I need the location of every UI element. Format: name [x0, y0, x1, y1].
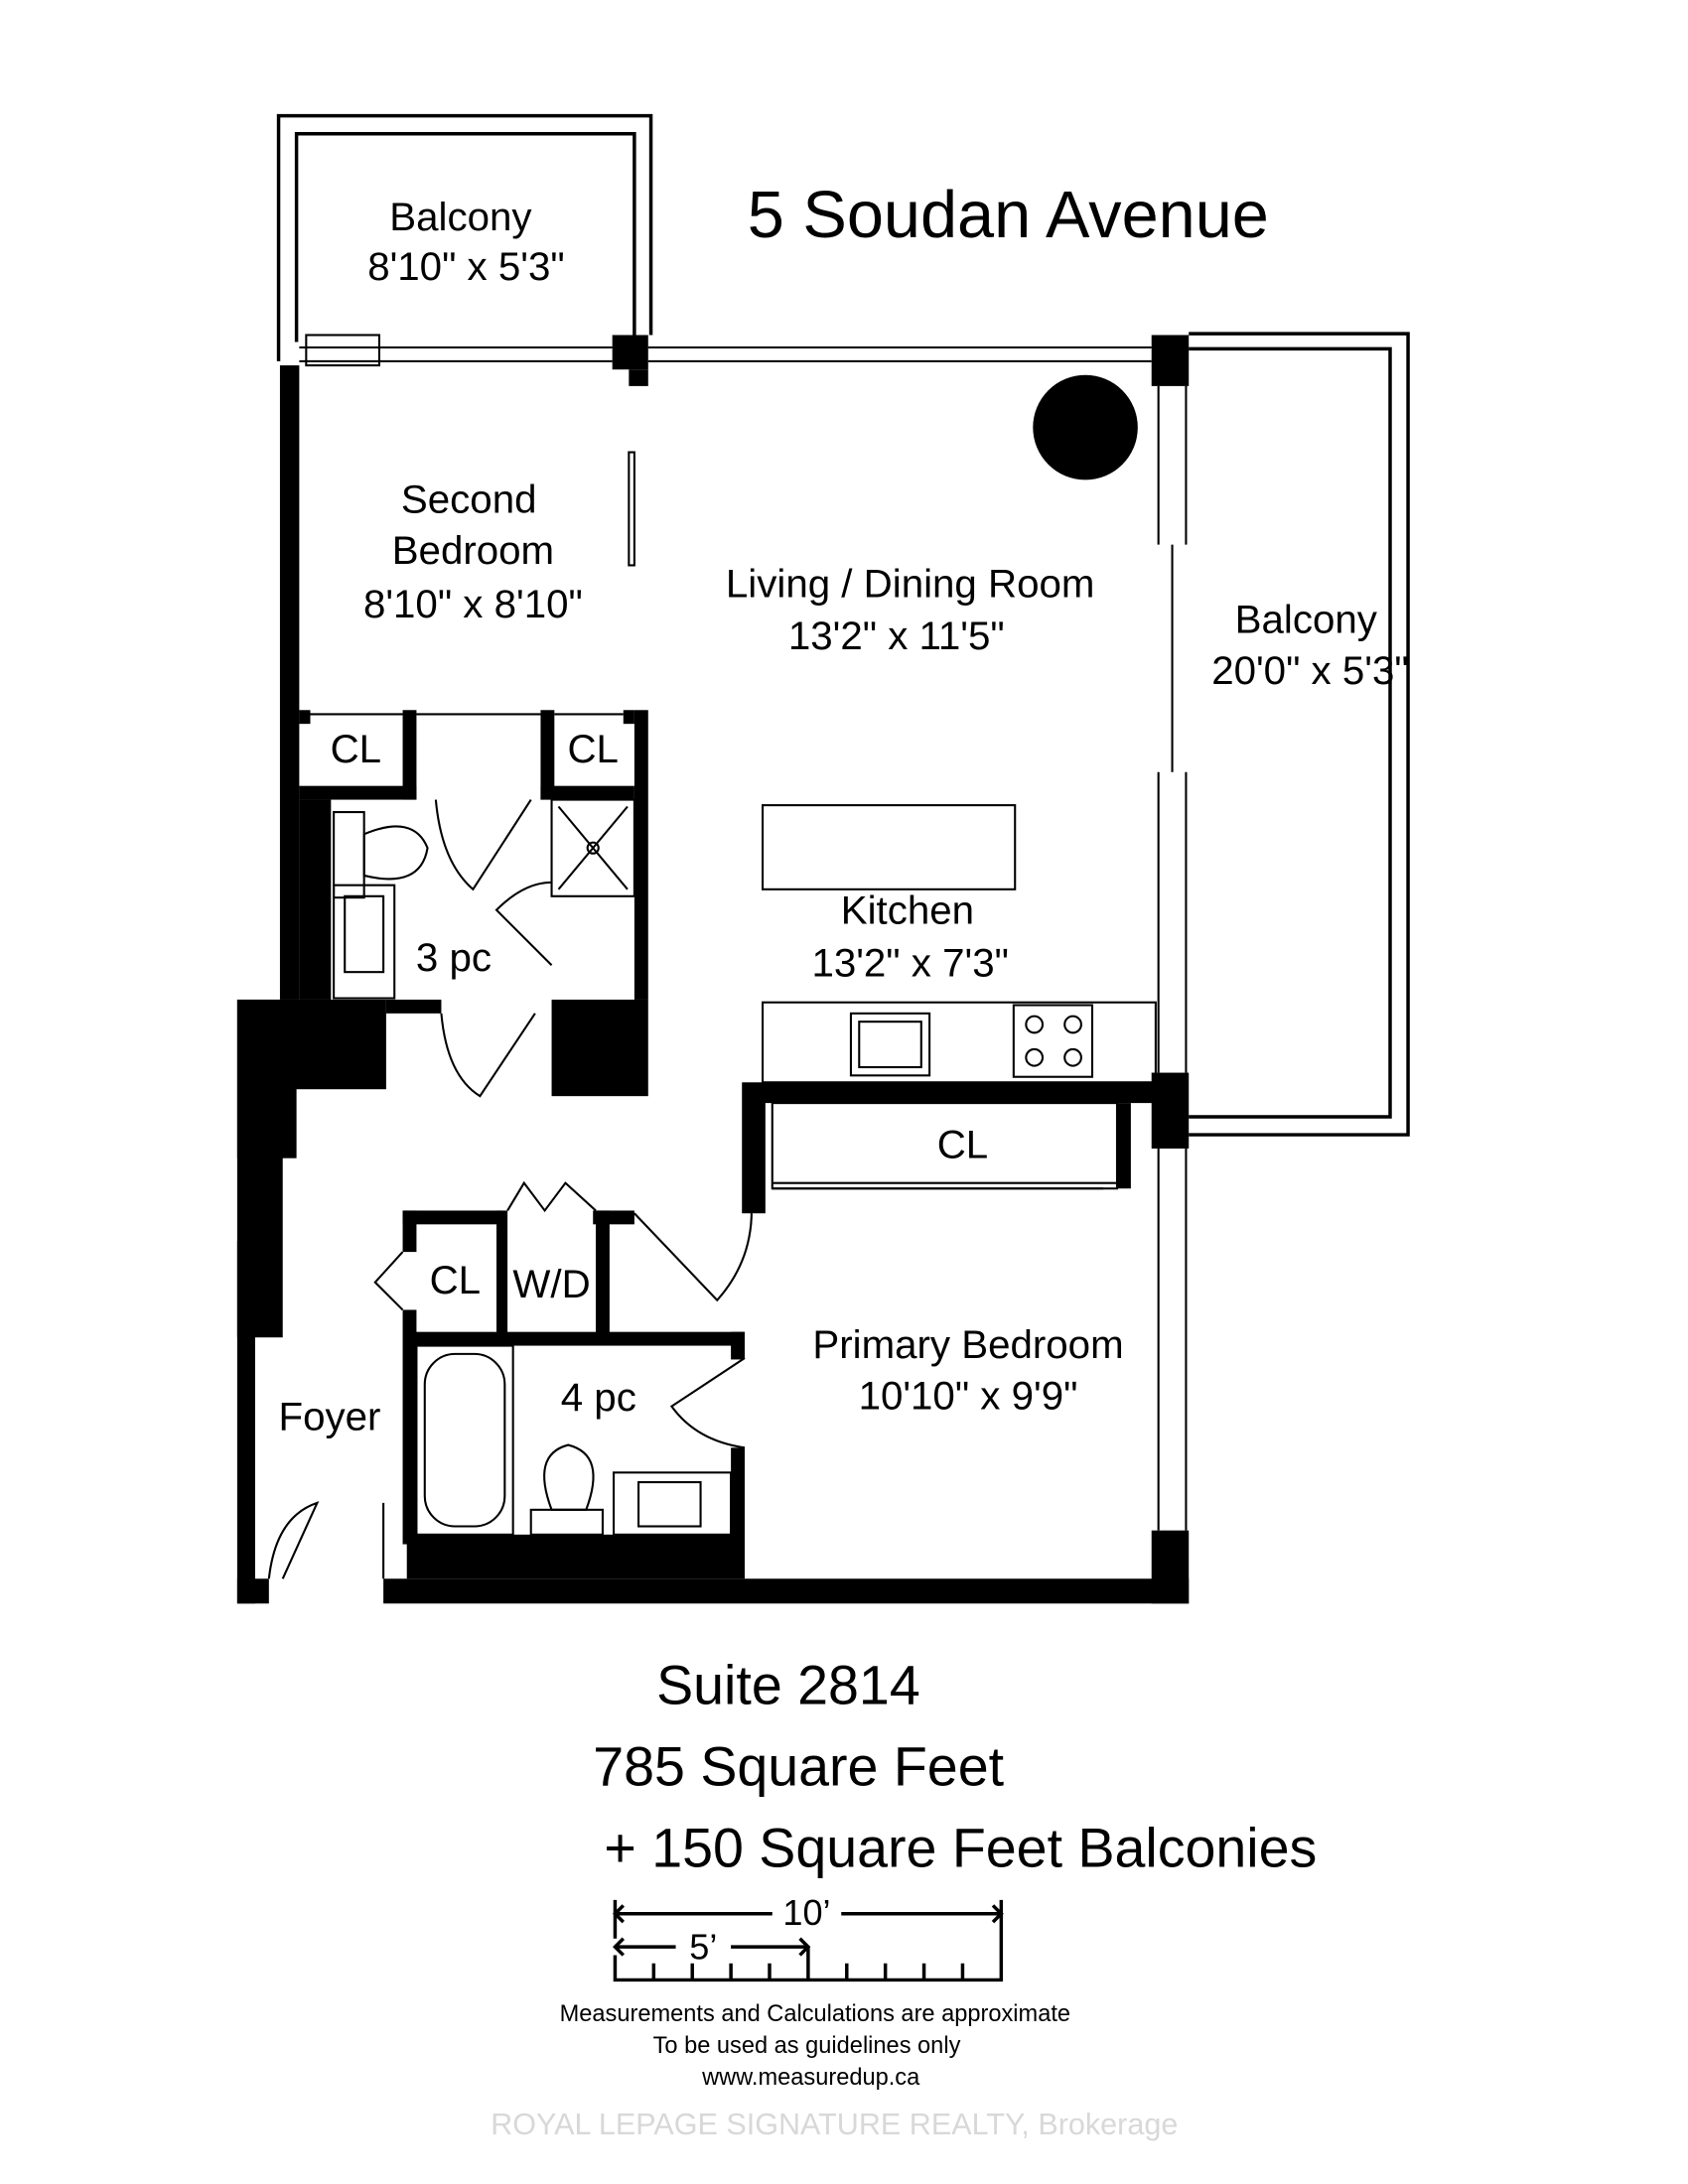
kitchen-island: [762, 804, 1017, 890]
balcony-top-size: 8'10" x 5'3": [367, 244, 564, 289]
plan-title: 5 Soudan Avenue: [748, 179, 1269, 252]
scale-label-10: 10’: [782, 1892, 830, 1933]
closet-label-3: CL: [937, 1123, 988, 1167]
bath-4pc-label: 4 pc: [561, 1375, 636, 1420]
laundry-label: W/D: [512, 1262, 590, 1306]
living-dining-name: Living / Dining Room: [726, 561, 1095, 606]
kitchen-size: 13'2" x 7'3": [811, 940, 1008, 985]
watermark: ROYAL LEPAGE SIGNATURE REALTY, Brokerage: [491, 2108, 1178, 2141]
windows: [299, 334, 1188, 1531]
doors: [267, 798, 753, 1579]
suite-number: Suite 2814: [656, 1655, 920, 1716]
column: [1033, 374, 1138, 480]
disclaimer-line-1: Measurements and Calculations are approx…: [560, 2001, 1070, 2027]
balcony-right-size: 20'0" x 5'3": [1211, 648, 1408, 693]
kitchen-counter: [762, 1001, 1157, 1084]
vanity-icon-2: [613, 1471, 733, 1536]
primary-bedroom-size: 10'10" x 9'9": [859, 1373, 1078, 1418]
scale-label-5: 5’: [689, 1927, 717, 1968]
kitchen-name: Kitchen: [841, 888, 974, 933]
closet-label-4: CL: [430, 1258, 481, 1302]
closet-label-2: CL: [567, 727, 618, 771]
closet-label-1: CL: [331, 727, 381, 771]
closet-outlines: [771, 1102, 1119, 1190]
interior-area: 785 Square Feet: [593, 1736, 1004, 1798]
fixtures: [333, 374, 1157, 1536]
second-bedroom-name-2: Bedroom: [392, 528, 554, 573]
scale-bar: 10’ 5’: [612, 1892, 1004, 1982]
balcony-top-outline: [276, 113, 653, 361]
kitchen-sink-icon: [849, 1012, 931, 1077]
toilet-icon-2: [543, 1443, 595, 1511]
walls: [236, 335, 1190, 1604]
second-bedroom-size: 8'10" x 8'10": [363, 582, 583, 626]
second-bedroom-name-1: Second: [401, 478, 537, 522]
balcony-area: + 150 Square Feet Balconies: [604, 1818, 1317, 1879]
bath-3pc-label: 3 pc: [416, 935, 492, 980]
stove-icon: [1012, 1004, 1094, 1078]
website-link[interactable]: www.measuredup.ca: [701, 2065, 920, 2091]
vanity-icon: [333, 884, 396, 1000]
website-link-line-2: To be used as guidelines only: [653, 2033, 961, 2059]
primary-bedroom-name: Primary Bedroom: [812, 1322, 1123, 1367]
bathtub-icon: [415, 1344, 514, 1536]
living-dining-size: 13'2" x 11'5": [788, 614, 1005, 658]
balcony-top-name: Balcony: [389, 195, 532, 239]
balcony-right-outline: [1189, 332, 1410, 1137]
shower-icon: [550, 798, 635, 897]
balcony-right-name: Balcony: [1235, 598, 1378, 642]
foyer-label: Foyer: [278, 1394, 380, 1438]
